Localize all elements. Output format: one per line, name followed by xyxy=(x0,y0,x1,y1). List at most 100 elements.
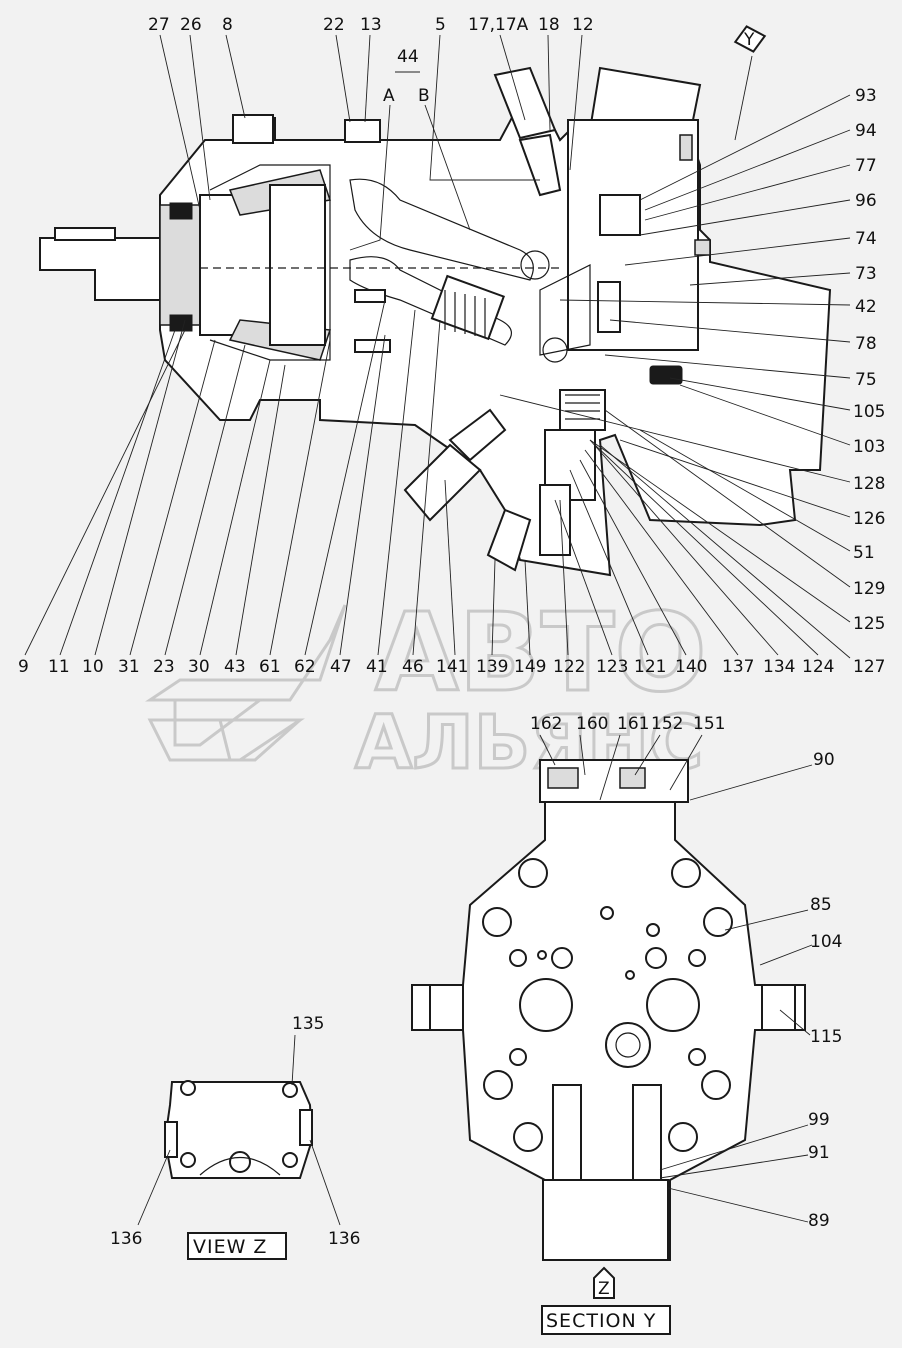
label-152: 152 xyxy=(651,714,683,734)
view-z-tab-left xyxy=(164,1121,178,1158)
view-z-plate xyxy=(163,1081,314,1179)
label-73: 73 xyxy=(855,264,877,284)
bolt-hole-ml xyxy=(482,907,512,937)
label-96: 96 xyxy=(855,191,877,211)
view-z-center-bolt xyxy=(229,1151,251,1173)
fitting-141 xyxy=(403,443,482,522)
marker-y: Y xyxy=(743,30,755,50)
label-99: 99 xyxy=(808,1110,830,1130)
label-78: 78 xyxy=(855,334,877,354)
label-5: 5 xyxy=(435,15,446,35)
fitting-115 xyxy=(761,984,796,1031)
fitting-left xyxy=(429,984,464,1031)
section-y-caption-group: Z SECTION Y xyxy=(541,1266,671,1335)
label-161: 161 xyxy=(617,714,649,734)
orifice-105 xyxy=(649,365,683,385)
label-151: 151 xyxy=(693,714,725,734)
control-piston-top xyxy=(599,194,641,236)
marker-z: Z xyxy=(598,1279,610,1299)
label-44: 44 xyxy=(397,47,419,67)
label-91: 91 xyxy=(808,1143,830,1163)
fitting-17 xyxy=(493,66,557,140)
section-y-view: 162 160 161 152 151 90 85 104 115 99 91 … xyxy=(411,714,842,1261)
view-z: 135 136 136 VIEW Z xyxy=(110,1014,360,1260)
bolt-hole-bbr xyxy=(668,1122,698,1152)
label-17-17a: 17,17A xyxy=(468,15,529,35)
label-122: 122 xyxy=(553,657,585,677)
label-135: 135 xyxy=(292,1014,324,1034)
label-139: 139 xyxy=(476,657,508,677)
label-74: 74 xyxy=(855,229,877,249)
label-136-left: 136 xyxy=(110,1229,142,1249)
label-121: 121 xyxy=(634,657,666,677)
watermark-line1: АВТО xyxy=(375,591,706,716)
plug-top-left xyxy=(232,114,274,144)
label-104: 104 xyxy=(810,932,842,952)
label-124: 124 xyxy=(802,657,834,677)
label-103: 103 xyxy=(853,437,885,457)
bolt-hole-bbl xyxy=(513,1122,543,1152)
label-12: 12 xyxy=(572,15,594,35)
label-11: 11 xyxy=(48,657,70,677)
label-51: 51 xyxy=(853,543,875,563)
label-125: 125 xyxy=(853,614,885,634)
label-141: 141 xyxy=(436,657,468,677)
solenoid-89 xyxy=(542,1179,669,1261)
label-47: 47 xyxy=(330,657,352,677)
label-b: B xyxy=(418,86,430,106)
label-93: 93 xyxy=(855,86,877,106)
label-46: 46 xyxy=(402,657,424,677)
port-left xyxy=(519,978,573,1032)
bearing-bottom xyxy=(169,314,193,332)
compensator-sleeve xyxy=(539,484,571,556)
section-y-caption-box xyxy=(541,1305,671,1335)
swash-plate xyxy=(199,194,271,336)
servo-piston xyxy=(539,264,591,356)
view-z-caption: VIEW Z xyxy=(193,1236,267,1258)
valve-pocket-left xyxy=(552,1084,582,1181)
plug-162 xyxy=(547,767,579,789)
plug-regulator xyxy=(679,134,693,161)
label-42: 42 xyxy=(855,297,877,317)
label-62: 62 xyxy=(294,657,316,677)
compensator-spring xyxy=(559,389,606,431)
label-18: 18 xyxy=(538,15,560,35)
bolt-hole-br xyxy=(701,1070,731,1100)
label-8: 8 xyxy=(222,15,233,35)
port-right xyxy=(646,978,700,1032)
main-section-view xyxy=(39,66,832,577)
label-126: 126 xyxy=(853,509,885,529)
label-22: 22 xyxy=(323,15,345,35)
label-90: 90 xyxy=(813,750,835,770)
label-94: 94 xyxy=(855,121,877,141)
bolt-2 xyxy=(354,339,391,353)
bolt-hole-tr xyxy=(671,858,701,888)
fitting-139 xyxy=(448,408,507,462)
fitting-18 xyxy=(518,133,562,197)
label-105: 105 xyxy=(853,402,885,422)
label-129: 129 xyxy=(853,579,885,599)
label-30: 30 xyxy=(188,657,210,677)
bearing-top xyxy=(169,202,193,220)
label-77: 77 xyxy=(855,156,877,176)
spring-upper xyxy=(430,274,505,341)
label-13: 13 xyxy=(360,15,382,35)
view-z-tab-right xyxy=(299,1109,313,1146)
labels-top: 27 26 8 22 13 5 17,17A 18 12 44 A B xyxy=(148,15,594,106)
label-140: 140 xyxy=(675,657,707,677)
plug-top-mid xyxy=(344,119,381,143)
bolt-hole-tl xyxy=(518,858,548,888)
label-61: 61 xyxy=(259,657,281,677)
label-85: 85 xyxy=(810,895,832,915)
label-123: 123 xyxy=(596,657,628,677)
leader-lines xyxy=(24,34,851,659)
label-115: 115 xyxy=(810,1027,842,1047)
label-26: 26 xyxy=(180,15,202,35)
shaft-key xyxy=(54,227,116,241)
bolt-hole-bl xyxy=(483,1070,513,1100)
drive-shaft xyxy=(39,237,161,301)
label-27: 27 xyxy=(148,15,170,35)
label-9: 9 xyxy=(18,657,29,677)
